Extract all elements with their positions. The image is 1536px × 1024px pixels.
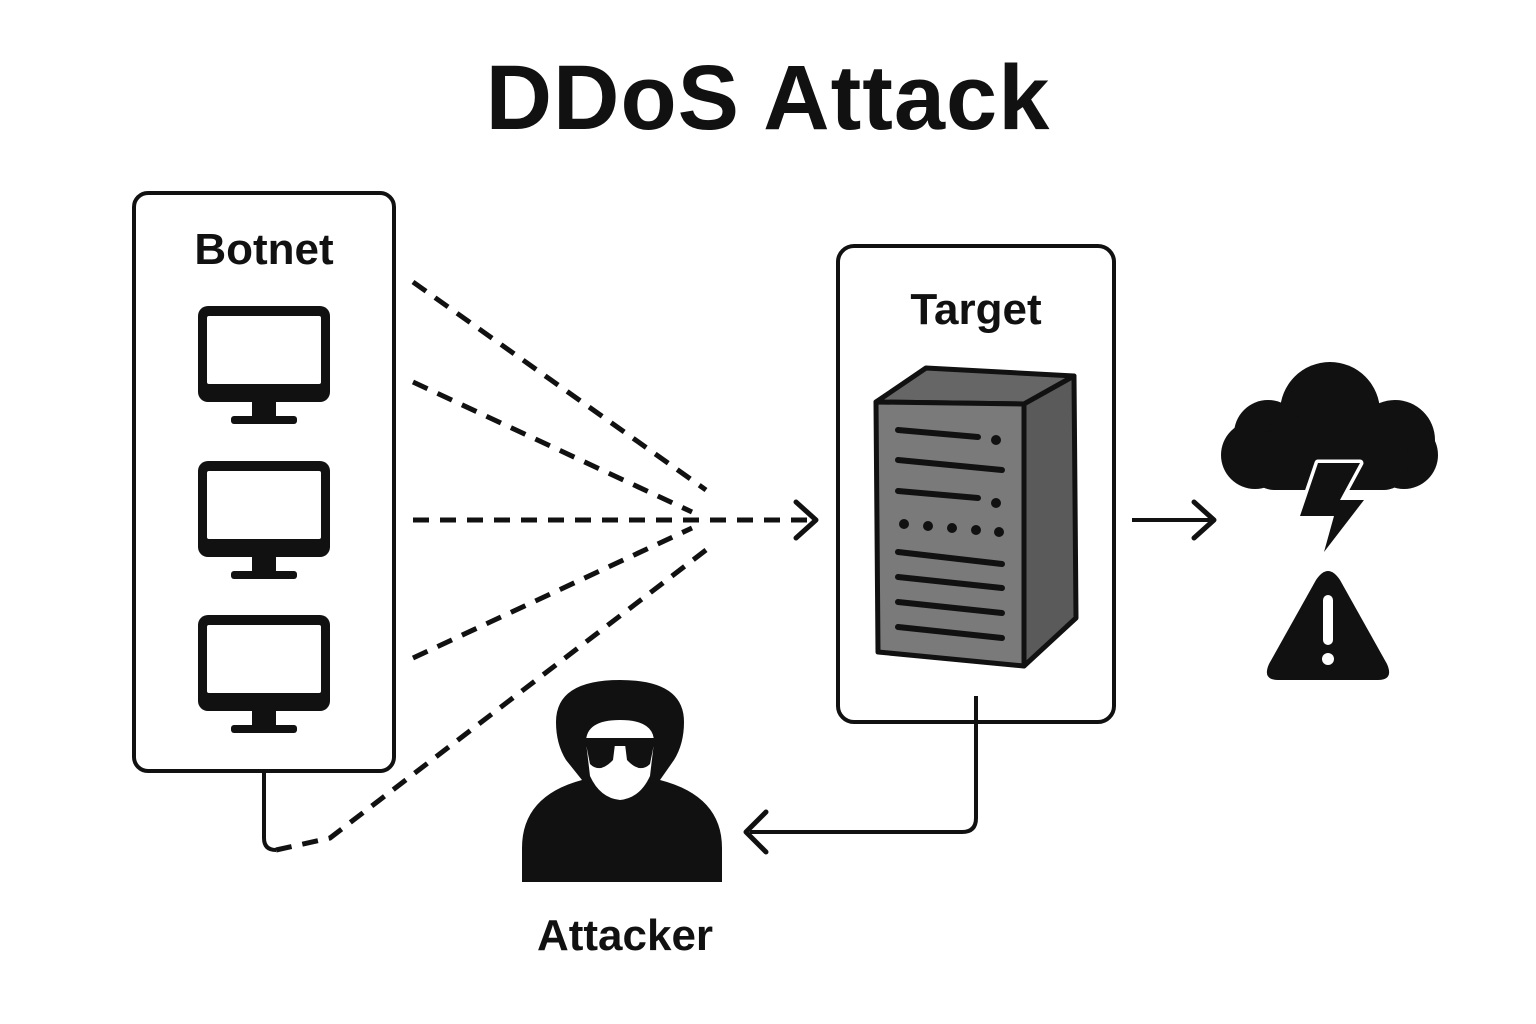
botnet-link	[262, 771, 277, 852]
botnet-computers	[198, 306, 330, 733]
server-icon	[873, 365, 1079, 669]
botnet-label: Botnet	[194, 225, 334, 274]
return-link	[750, 696, 978, 834]
traffic-line	[411, 379, 694, 515]
page-title: DDoS Attack	[485, 47, 1051, 149]
traffic-arrowhead	[793, 499, 819, 541]
traffic-line	[411, 279, 708, 493]
outcome-arrowhead	[1191, 499, 1217, 541]
attacker-traffic-line	[275, 548, 708, 853]
hooded-hacker-icon	[522, 680, 722, 882]
monitor-icon	[198, 461, 330, 579]
lightning-bolt-icon	[1296, 459, 1368, 556]
attack-traffic	[275, 279, 808, 853]
target-label: Target	[910, 285, 1042, 334]
storm-cloud-icon	[1221, 362, 1438, 556]
server-leds	[899, 435, 1004, 537]
traffic-line	[411, 525, 694, 661]
return-arrowhead	[743, 809, 769, 855]
monitor-icon	[198, 306, 330, 424]
warning-icon	[1266, 571, 1390, 680]
attacker-label: Attacker	[536, 911, 714, 960]
monitor-icon	[198, 615, 330, 733]
server-vents	[895, 427, 1005, 641]
